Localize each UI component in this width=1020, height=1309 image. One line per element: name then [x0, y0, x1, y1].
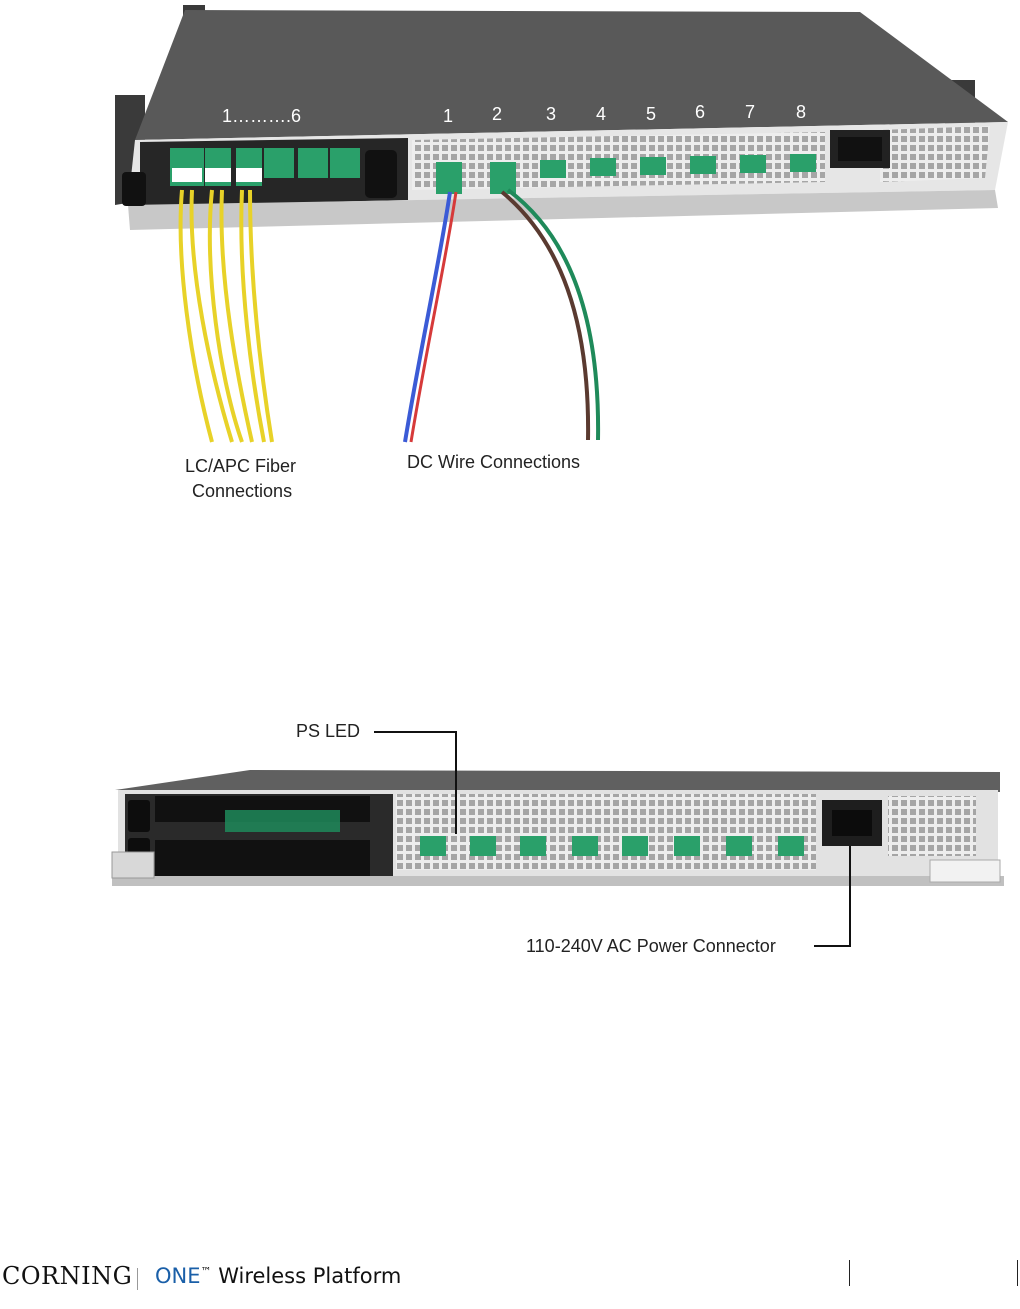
product-rest: Wireless Platform [212, 1264, 402, 1288]
right-bracket [930, 860, 1000, 882]
figure-1-chassis-photo: 1……….6 1 2 3 4 5 6 7 8 LC/APC Fiber Conn… [0, 0, 1020, 520]
dc-port-number: 7 [745, 102, 755, 122]
product-name: ONE™ Wireless Platform [155, 1264, 401, 1288]
product-one: ONE [155, 1264, 201, 1288]
ac-power-connector-label: 110-240V AC Power Connector [526, 936, 776, 957]
chassis-bottom-rail [112, 876, 1004, 886]
corning-logo: CORNING [2, 1262, 132, 1290]
fiber-connections-label-line2: Connections [192, 481, 292, 502]
dc-port-number: 1 [443, 106, 453, 126]
red-dc-wire [411, 192, 456, 442]
fiber-connections-label-line1: LC/APC Fiber [185, 456, 296, 477]
footer-rule-right [1017, 1260, 1018, 1286]
dc-port-number: 2 [492, 104, 502, 124]
trademark-symbol: ™ [201, 1265, 212, 1278]
vent-grille-right [888, 796, 976, 856]
footer-separator [137, 1268, 138, 1290]
dc-port-number: 5 [646, 104, 656, 124]
blue-dc-wire [405, 192, 450, 442]
vent-grille [396, 794, 816, 870]
green-dc-wire [508, 190, 598, 440]
fiber-module [225, 810, 340, 832]
chassis-lid [115, 770, 1000, 792]
left-bracket [112, 852, 154, 878]
dc-port-number: 6 [695, 102, 705, 122]
port-number-overlay: 1……….6 1 2 3 4 5 6 7 8 [0, 0, 1020, 200]
ps-led-label: PS LED [296, 721, 360, 742]
dc-port-number: 3 [546, 104, 556, 124]
dc-port-number: 4 [596, 104, 606, 124]
dc-wire-connections-label: DC Wire Connections [407, 452, 580, 473]
chassis-illustration-bottom [0, 700, 1020, 980]
fiber-port-range: 1……….6 [222, 106, 301, 126]
dc-port-number: 8 [796, 102, 806, 122]
page-footer: CORNING ONE™ Wireless Platform [0, 1258, 1020, 1298]
figure-2-chassis-photo: PS LED 110-240V AC Power Connector [0, 700, 1020, 980]
footer-rule-left [849, 1260, 850, 1286]
